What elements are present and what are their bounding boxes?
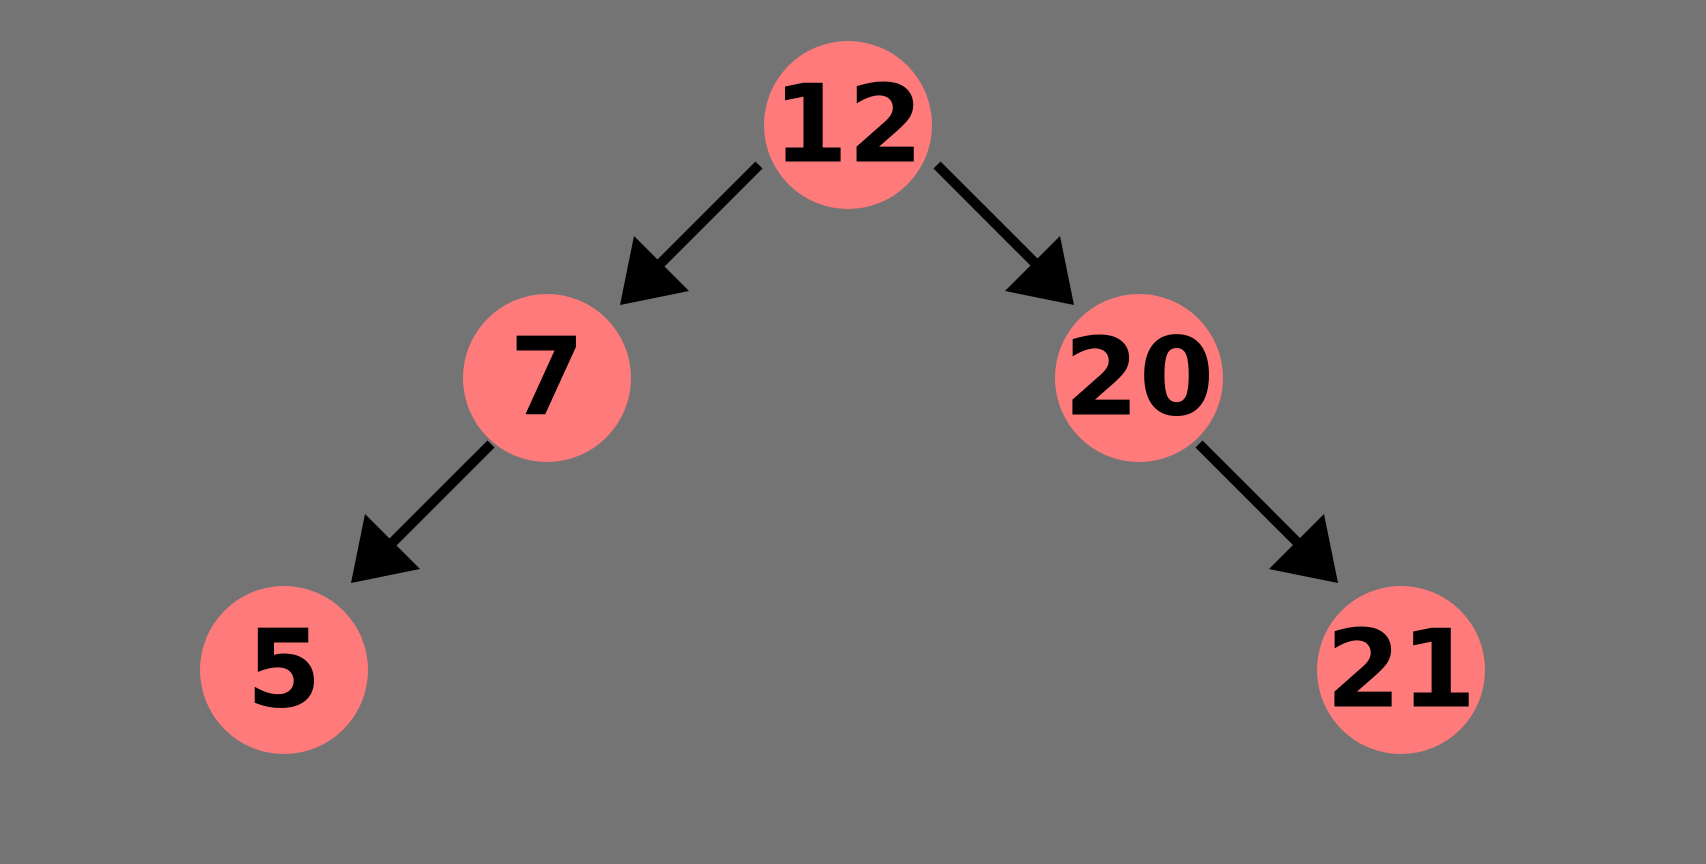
- node-20: 20: [1055, 294, 1223, 462]
- node-label: 7: [509, 316, 584, 441]
- edge-line: [651, 161, 763, 273]
- node-label: 20: [1064, 316, 1214, 441]
- node-label: 5: [246, 608, 321, 733]
- arrowhead-icon: [1005, 236, 1074, 305]
- edge-12-to-7: [620, 161, 763, 305]
- edge-7-to-5: [351, 440, 495, 583]
- node-7: 7: [463, 294, 631, 462]
- node-label: 21: [1326, 608, 1476, 733]
- edge-20-to-21: [1195, 440, 1338, 583]
- arrowhead-icon: [351, 514, 420, 583]
- node-5: 5: [200, 586, 368, 754]
- node-12: 12: [764, 41, 932, 209]
- edge-line: [933, 161, 1045, 273]
- node-circle: [463, 294, 631, 462]
- node-label: 12: [773, 63, 923, 188]
- node-circle: [1317, 586, 1485, 754]
- edge-line: [384, 440, 495, 551]
- edge-line: [1195, 440, 1306, 551]
- arrowhead-icon: [620, 236, 689, 305]
- node-circle: [764, 41, 932, 209]
- arrowhead-icon: [1269, 514, 1338, 583]
- node-21: 21: [1317, 586, 1485, 754]
- edge-12-to-20: [933, 161, 1074, 305]
- node-circle: [1055, 294, 1223, 462]
- node-circle: [200, 586, 368, 754]
